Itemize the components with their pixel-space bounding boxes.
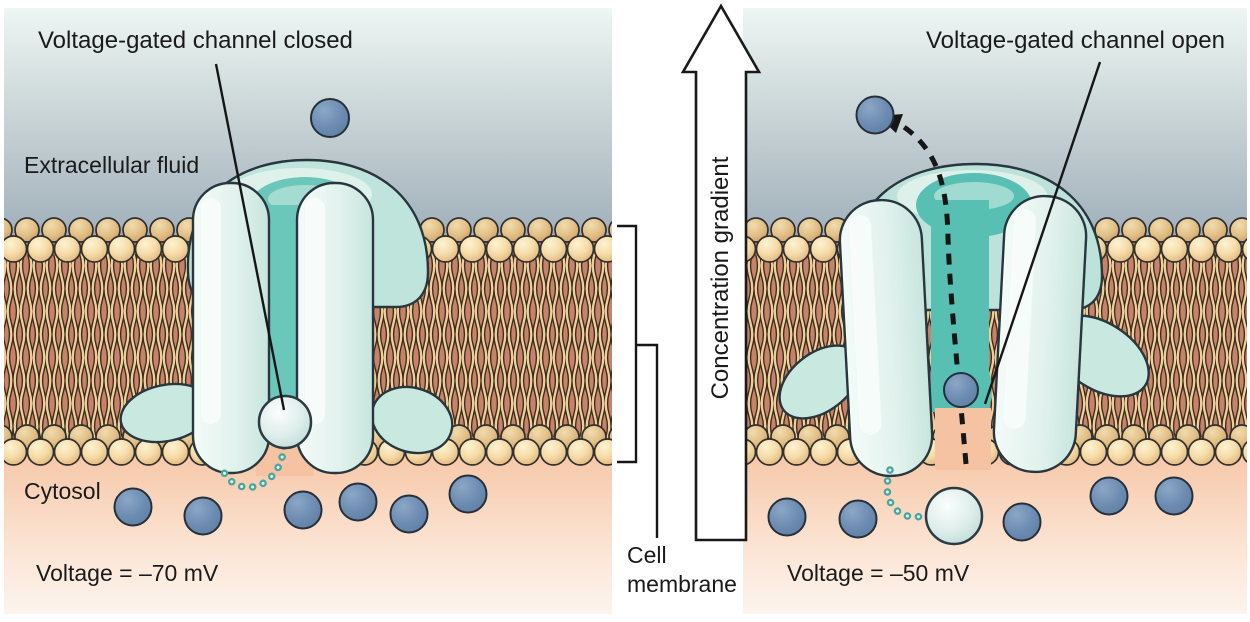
ion-cytosol [338,482,378,522]
ion-cytosol [283,490,323,530]
concentration-gradient-arrow [680,3,762,542]
cell-membrane-label: Cell membrane [627,542,737,597]
ion-cytosol [183,496,223,536]
gate-ball-open [924,486,984,546]
right-ions [767,95,1194,542]
extracellular-fluid-label: Extracellular fluid [24,152,200,178]
ion-cytosol [1089,476,1129,516]
concentration-gradient-label: Concentration gradient [707,156,734,400]
ion-cytosol [448,474,488,514]
left-panel-title: Voltage-gated channel closed [38,27,353,54]
ion-cytosol [767,497,807,537]
ion-extracellular [310,98,350,138]
closed-channel-protein [119,158,454,476]
gate-chain-left [218,442,288,492]
leader-line-closed-label [214,63,286,411]
leader-line-open-label [983,61,1102,405]
right-panel [743,8,1247,614]
ion-cytosol [389,494,429,534]
ion-cytosol [113,487,153,527]
channel-subunit-right [992,194,1088,474]
open-channel-protein [778,162,1150,478]
gate-chain-right [883,466,932,521]
right-panel-title: Voltage-gated channel open [926,27,1225,54]
ion-in-pore [943,372,979,408]
ion-cytosol [1002,502,1042,542]
ion-cytosol [838,499,878,539]
membrane-bracket [617,224,659,538]
ion-cytosol [1154,476,1194,516]
right-voltage-label: Voltage = –50 mV [787,560,970,586]
cytosol-label: Cytosol [24,478,101,504]
left-ions [113,98,488,536]
gate-ball-closed [257,394,313,450]
ion-exiting [855,95,895,135]
left-panel [4,8,612,614]
left-voltage-label: Voltage = –70 mV [36,560,219,586]
